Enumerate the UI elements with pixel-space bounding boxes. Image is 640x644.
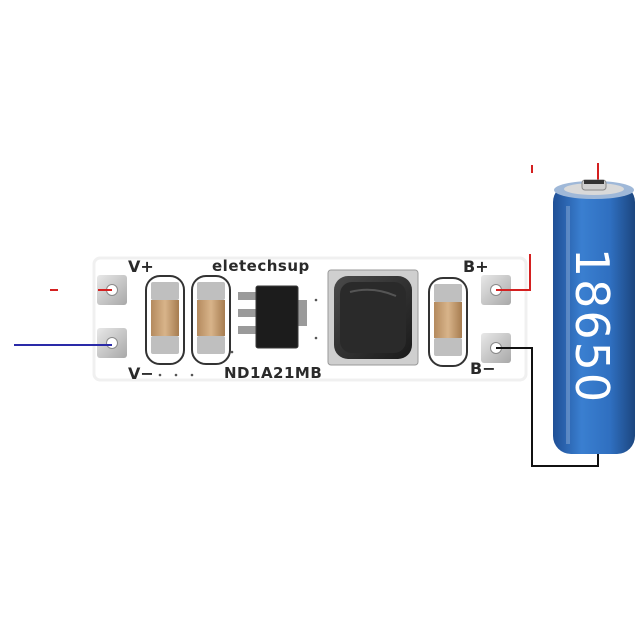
battery-18650 — [553, 179, 635, 454]
capacitor-3 — [428, 277, 468, 367]
inductor — [327, 269, 419, 366]
model-label: ND1A21MB — [224, 364, 323, 382]
label-bplus: B+ — [463, 257, 489, 276]
battery-label: 18650 — [565, 247, 619, 405]
capacitor-2 — [191, 275, 231, 365]
pad-vminus — [97, 328, 127, 358]
label-vminus: V− — [128, 364, 154, 383]
capacitor-1 — [145, 275, 185, 365]
brand-label: eletechsup — [212, 257, 310, 275]
label-vplus: V+ — [128, 257, 154, 276]
ic-chip — [238, 285, 307, 349]
wire-bminus — [496, 347, 599, 467]
silkscreen-dots — [158, 298, 318, 377]
label-bminus: B− — [470, 359, 496, 378]
